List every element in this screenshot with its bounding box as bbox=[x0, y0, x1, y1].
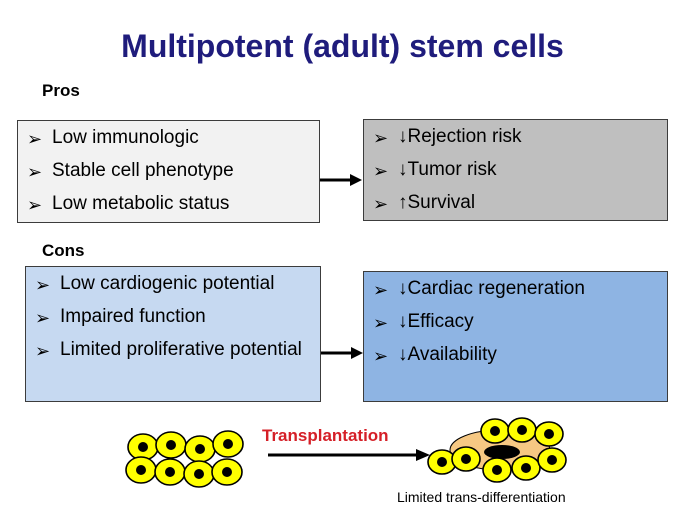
pros-arrow bbox=[320, 174, 362, 186]
cell-icon bbox=[507, 417, 537, 443]
nucleus-icon bbox=[521, 463, 531, 473]
cell-icon bbox=[211, 458, 243, 486]
cons-properties-list: ➢ Low cardiogenic potential ➢ Impaired func… bbox=[34, 272, 312, 362]
nucleus-icon bbox=[517, 425, 527, 435]
cell-icon bbox=[534, 421, 564, 447]
cons-outcome-text: ↓Availability bbox=[398, 344, 497, 365]
differentiated-nucleus-icon bbox=[484, 445, 520, 459]
arrow-bullet-icon: ➢ bbox=[373, 194, 389, 214]
cons-label: Cons bbox=[42, 241, 85, 260]
transplanted-cell-cluster bbox=[427, 417, 567, 483]
cell-icon bbox=[184, 435, 216, 463]
nucleus-icon bbox=[166, 440, 176, 450]
cons-property-text: Limited proliferative potential bbox=[60, 339, 302, 360]
pros-label: Pros bbox=[42, 81, 80, 100]
pros-outcome-text: ↑Survival bbox=[398, 192, 476, 213]
trans-differentiation-caption: Limited trans-differentiation bbox=[397, 489, 566, 505]
cell-icon bbox=[480, 418, 510, 444]
cell-icon bbox=[537, 447, 567, 473]
arrow-bullet-icon: ➢ bbox=[27, 162, 43, 182]
transplantation-arrow bbox=[268, 449, 430, 461]
pros-outcome-text: ↓Tumor risk bbox=[398, 159, 497, 180]
pros-properties-list: ➢ Low immunologic ➢ Stable cell phenotype ➢ L… bbox=[26, 126, 311, 216]
nucleus-icon bbox=[138, 442, 148, 452]
cons-property-item: ➢ Impaired function bbox=[34, 305, 312, 329]
cons-outcome-item: ➢ ↓Efficacy bbox=[372, 310, 659, 334]
pros-property-item: ➢ Low immunologic bbox=[26, 126, 311, 150]
cell-icon bbox=[127, 433, 159, 461]
cell-icon bbox=[183, 460, 215, 488]
pros-properties-box: ➢ Low immunologic ➢ Stable cell phenotype ➢ L… bbox=[17, 120, 320, 223]
pros-property-text: Stable cell phenotype bbox=[52, 160, 234, 181]
cons-property-item: ➢ Low cardiogenic potential bbox=[34, 272, 312, 296]
cons-property-text: Impaired function bbox=[60, 306, 206, 327]
arrow-bullet-icon: ➢ bbox=[35, 275, 51, 295]
cons-property-item: ➢ Limited proliferative potential bbox=[34, 338, 312, 362]
nucleus-icon bbox=[136, 465, 146, 475]
cons-property-text: Low cardiogenic potential bbox=[60, 273, 275, 294]
nucleus-icon bbox=[222, 467, 232, 477]
pros-outcome-text: ↓Rejection risk bbox=[398, 126, 522, 147]
pros-outcome-item: ➢ ↓Rejection risk bbox=[372, 125, 659, 149]
nucleus-icon bbox=[195, 444, 205, 454]
arrow-bullet-icon: ➢ bbox=[373, 313, 389, 333]
nucleus-icon bbox=[223, 439, 233, 449]
nucleus-icon bbox=[544, 429, 554, 439]
cons-arrow bbox=[321, 347, 363, 359]
pros-property-item: ➢ Stable cell phenotype bbox=[26, 159, 311, 183]
slide-title: Multipotent (adult) stem cells bbox=[121, 28, 564, 64]
cons-outcomes-list: ➢ ↓Cardiac regeneration ➢ ↓Efficacy ➢ ↓Availa… bbox=[372, 277, 659, 367]
arrow-bullet-icon: ➢ bbox=[373, 161, 389, 181]
pros-property-text: Low metabolic status bbox=[52, 193, 230, 214]
arrow-bullet-icon: ➢ bbox=[373, 280, 389, 300]
arrow-bullet-icon: ➢ bbox=[35, 341, 51, 361]
nucleus-icon bbox=[490, 426, 500, 436]
pros-outcomes-box: ➢ ↓Rejection risk ➢ ↓Tumor risk ➢ ↑Survival bbox=[363, 119, 668, 221]
cell-icon bbox=[125, 456, 157, 484]
stem-cell-cluster bbox=[125, 430, 244, 488]
pros-outcome-item: ➢ ↑Survival bbox=[372, 191, 659, 215]
arrow-bullet-icon: ➢ bbox=[27, 195, 43, 215]
nucleus-icon bbox=[461, 454, 471, 464]
arrow-bullet-icon: ➢ bbox=[373, 346, 389, 366]
transplantation-label: Transplantation bbox=[262, 426, 389, 445]
cell-icon bbox=[154, 458, 186, 486]
arrow-bullet-icon: ➢ bbox=[27, 129, 43, 149]
cons-outcomes-box: ➢ ↓Cardiac regeneration ➢ ↓Efficacy ➢ ↓Availa… bbox=[363, 271, 668, 402]
nucleus-icon bbox=[194, 469, 204, 479]
cons-outcome-text: ↓Efficacy bbox=[398, 311, 474, 332]
pros-property-text: Low immunologic bbox=[52, 127, 199, 148]
arrow-bullet-icon: ➢ bbox=[35, 308, 51, 328]
cell-icon bbox=[155, 431, 187, 459]
pros-outcome-item: ➢ ↓Tumor risk bbox=[372, 158, 659, 182]
cell-icon bbox=[212, 430, 244, 458]
nucleus-icon bbox=[437, 457, 447, 467]
cell-icon bbox=[451, 446, 481, 472]
cons-properties-box: ➢ Low cardiogenic potential ➢ Impaired func… bbox=[25, 266, 321, 402]
cons-outcome-item: ➢ ↓Availability bbox=[372, 343, 659, 367]
cons-outcome-text: ↓Cardiac regeneration bbox=[398, 278, 585, 299]
cell-icon bbox=[511, 455, 541, 481]
pros-outcomes-list: ➢ ↓Rejection risk ➢ ↓Tumor risk ➢ ↑Survival bbox=[372, 125, 659, 215]
arrow-bullet-icon: ➢ bbox=[373, 128, 389, 148]
pros-property-item: ➢ Low metabolic status bbox=[26, 192, 311, 216]
nucleus-icon bbox=[165, 467, 175, 477]
cons-outcome-item: ➢ ↓Cardiac regeneration bbox=[372, 277, 659, 301]
nucleus-icon bbox=[492, 465, 502, 475]
cell-icon bbox=[482, 457, 512, 483]
nucleus-icon bbox=[547, 455, 557, 465]
